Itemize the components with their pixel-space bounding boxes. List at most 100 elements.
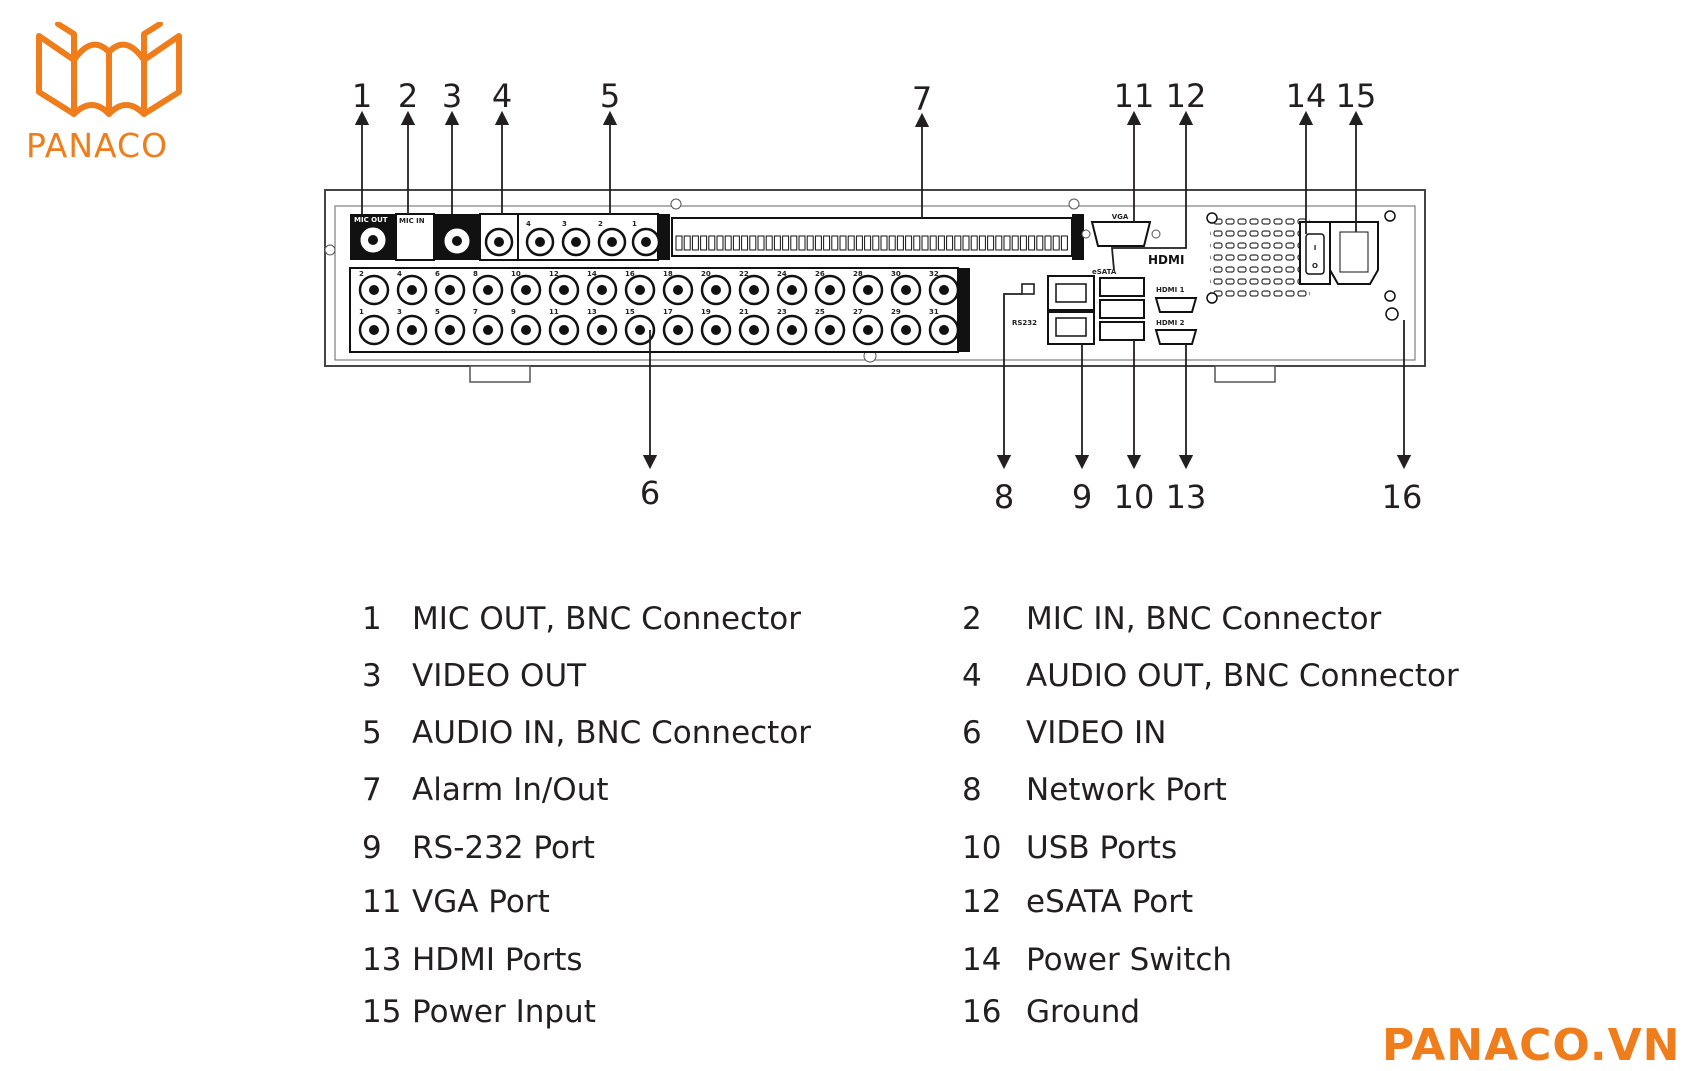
alarm-terminal-pin — [847, 235, 855, 251]
video-in-bnc-pin — [521, 285, 531, 295]
ground-terminal — [1385, 307, 1399, 321]
alarm-terminal-pin — [741, 235, 749, 251]
hdmi2-silk-label: HDMI 2 — [1156, 319, 1185, 327]
mic-out-silk: MIC OUT — [354, 216, 388, 224]
alarm-terminal-pin — [782, 235, 790, 251]
network-rs232-area: RS232 — [1012, 275, 1095, 345]
top-screw-2 — [1068, 198, 1080, 210]
video-in-bnc-pin — [635, 325, 645, 335]
power-switch-off-mark: O — [1312, 262, 1318, 270]
audio-in-channel-label: 3 — [562, 220, 567, 228]
alarm-terminal-pin — [946, 235, 954, 251]
alarm-terminal-pin — [773, 235, 781, 251]
video-in-channel-label: 18 — [663, 270, 673, 278]
video-in-channel-label: 30 — [891, 270, 901, 278]
power-switch-on-mark: I — [1314, 244, 1317, 252]
video-in-channel-label: 29 — [891, 308, 901, 316]
video-in-channel-label: 15 — [625, 308, 635, 316]
alarm-terminal-pin — [937, 235, 945, 251]
alarm-terminal-pin — [839, 235, 847, 251]
video-in-channel-label: 28 — [853, 270, 863, 278]
alarm-terminal-pin — [987, 235, 995, 251]
video-in-bnc-pin — [939, 325, 949, 335]
callout-8: 8 — [994, 478, 1014, 516]
esata-hdmi-logo-area: eSATA HDMI — [1092, 253, 1184, 276]
alarm-terminal-pin — [749, 235, 757, 251]
alarm-terminal-pin — [757, 235, 765, 251]
video-in-bnc-pin — [939, 285, 949, 295]
alarm-terminal-pin — [888, 235, 896, 251]
callout-14: 14 — [1286, 77, 1327, 115]
video-in-bnc-pin — [901, 285, 911, 295]
video-in-bnc-pin — [863, 285, 873, 295]
alarm-terminal-pin — [691, 235, 699, 251]
alarm-terminal-pin — [1036, 235, 1044, 251]
esata-silk-label: eSATA — [1092, 268, 1117, 276]
alarm-terminal-pin — [806, 235, 814, 251]
video-in-bnc-pin — [673, 325, 683, 335]
video-in-bnc-pin — [711, 325, 721, 335]
callout-11: 11 — [1114, 77, 1155, 115]
video-in-bnc-pin — [445, 325, 455, 335]
video-in-channel-label: 7 — [473, 308, 478, 316]
alarm-terminal-pin — [896, 235, 904, 251]
alarm-terminal-pin — [880, 235, 888, 251]
alarm-terminal-pin — [855, 235, 863, 251]
video-in-bnc-pin — [749, 325, 759, 335]
alarm-terminal-pin — [675, 235, 683, 251]
video-in-channel-label: 16 — [625, 270, 635, 278]
hdmi1-silk-label: HDMI 1 — [1156, 286, 1185, 294]
alarm-terminal-pin — [683, 235, 691, 251]
alarm-terminal-pin — [970, 235, 978, 251]
video-in-channel-label: 2 — [359, 270, 364, 278]
video-in-channel-label: 5 — [435, 308, 440, 316]
alarm-terminal-pin — [1019, 235, 1027, 251]
video-in-channel-label: 27 — [853, 308, 863, 316]
alarm-terminal-pin — [929, 235, 937, 251]
hdmi-port-stack: HDMI 1 HDMI 2 — [1154, 286, 1198, 345]
alarm-terminal-pin — [905, 235, 913, 251]
audio-in-bnc-pin — [607, 237, 617, 247]
callout-numbers: 1 2 3 4 5 6 7 8 9 10 11 12 13 14 15 16 — [352, 77, 1423, 516]
esata-port — [1099, 277, 1145, 297]
video-in-bnc-pin — [787, 325, 797, 335]
video-in-channel-label: 13 — [587, 308, 597, 316]
video-in-channel-label: 9 — [511, 308, 516, 316]
video-in-bnc-pin — [901, 325, 911, 335]
alarm-terminal-pin — [716, 235, 724, 251]
video-in-channel-label: 12 — [549, 270, 559, 278]
video-in-bnc-pin — [597, 325, 607, 335]
alarm-terminal-pin — [790, 235, 798, 251]
usb-port-2 — [1099, 321, 1145, 341]
left-foot — [469, 365, 531, 383]
video-in-bnc-pin — [787, 285, 797, 295]
audio-in-channel-label: 1 — [632, 220, 637, 228]
video-in-bnc-pin — [559, 285, 569, 295]
video-in-channel-label: 4 — [397, 270, 402, 278]
open-book-icon — [36, 22, 182, 117]
callout-15: 15 — [1336, 77, 1377, 115]
video-in-channel-label: 1 — [359, 308, 364, 316]
alarm-terminal-pin — [954, 235, 962, 251]
video-in-channel-label: 22 — [739, 270, 749, 278]
network-icon — [1021, 283, 1035, 295]
usb-port-stack — [1099, 277, 1145, 341]
audio-in-bnc-pin — [571, 237, 581, 247]
fan-vent-grille — [1210, 215, 1310, 300]
alarm-terminal-pin — [732, 235, 740, 251]
vga-d-sub-shell — [1090, 221, 1152, 247]
alarm-terminal-pin — [864, 235, 872, 251]
hdmi-logo-silk: HDMI — [1148, 253, 1184, 267]
leader-lines — [354, 110, 1412, 470]
video-in-channel-label: 10 — [511, 270, 521, 278]
rs232-silk-label: RS232 — [1012, 319, 1037, 327]
alarm-terminal-pin — [700, 235, 708, 251]
alarm-terminal-pin — [921, 235, 929, 251]
video-in-channel-label: 3 — [397, 308, 402, 316]
video-in-channel-label: 26 — [815, 270, 825, 278]
video-in-channel-label: 25 — [815, 308, 825, 316]
alarm-terminal-pin — [798, 235, 806, 251]
